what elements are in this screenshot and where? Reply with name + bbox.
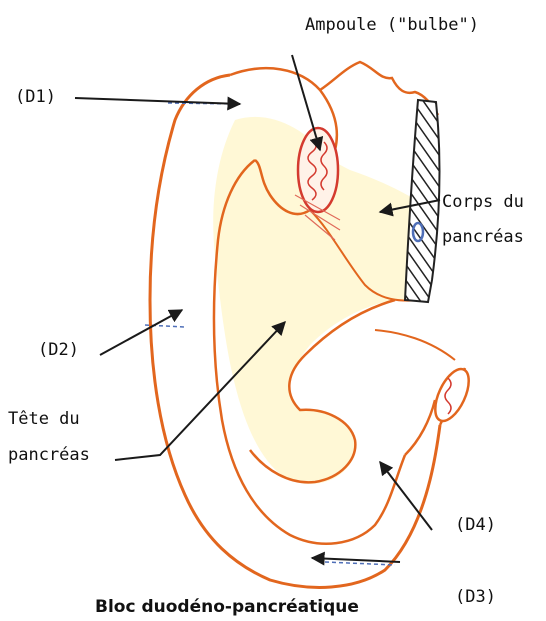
pencil-mark-d3 [325,562,395,565]
label-d1: (D1) [15,87,56,107]
arrow-d1 [75,98,240,104]
label-d4: (D4) [455,515,496,535]
label-tete-line2: pancréas [8,445,90,465]
label-corps-line2: pancréas [442,227,524,247]
label-ampoule: Ampoule ("bulbe") [305,15,479,35]
figure-caption: Bloc duodéno-pancréatique [95,597,359,617]
arrow-d2 [100,310,182,355]
label-tete-line1: Tête du [8,409,80,429]
label-d2: (D2) [38,340,79,360]
label-corps-line1: Corps du [442,192,524,212]
label-d3: (D3) [455,587,496,607]
jejunum-cut-section [428,364,475,426]
pancreas-lower-border [375,330,455,360]
